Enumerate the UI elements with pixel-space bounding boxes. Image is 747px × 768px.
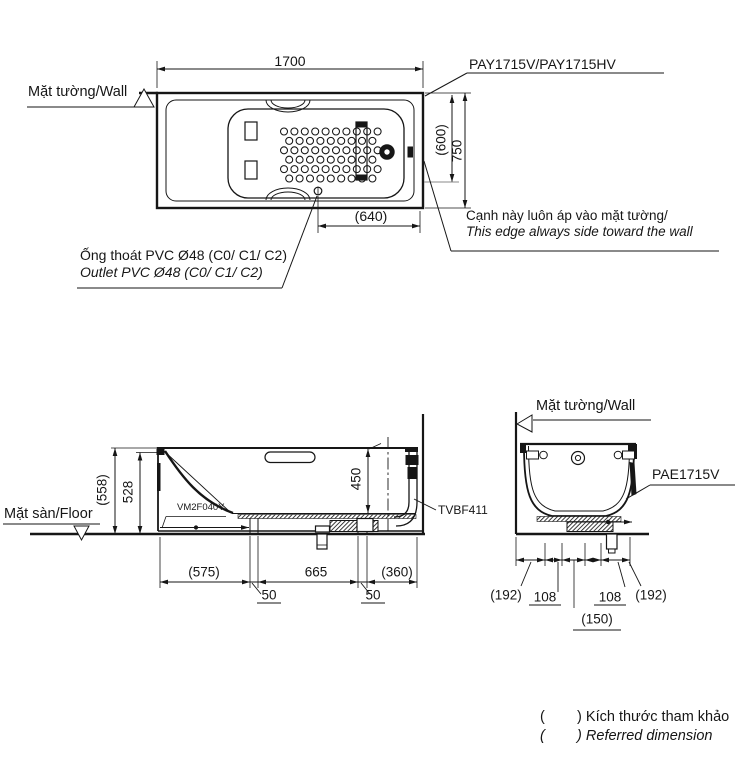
drain-hole <box>379 144 413 160</box>
front-view <box>514 412 735 631</box>
overflow-rail <box>355 121 368 181</box>
dim-750-label: 750 <box>449 139 465 163</box>
floor-label: Mặt sàn/Floor <box>4 506 93 522</box>
dim-665-label: 665 <box>304 564 328 580</box>
dim-108-left-label: 108 <box>533 589 557 605</box>
tub-plan-outline <box>155 91 425 210</box>
outlet-note-vi: Ống thoát PVC Ø48 (C0/ C1/ C2) <box>80 247 287 263</box>
edge-note-vi: Cạnh này luôn áp vào mặt tường/ <box>466 208 668 223</box>
dim-450 <box>365 443 382 514</box>
apron-label-leader <box>625 484 735 500</box>
dim-192-right-label: (192) <box>635 587 667 603</box>
dim-450-label: 450 <box>348 467 364 491</box>
edge-note-leader <box>423 160 719 252</box>
floor-datum-symbol <box>3 523 100 542</box>
faucet-label-leader <box>413 498 437 511</box>
outlet-position-mark <box>313 186 323 196</box>
front-bottom-dims <box>515 537 642 631</box>
tub-section-outline <box>520 442 637 522</box>
dim-640-label: (640) <box>354 208 388 225</box>
drain-assembly-front <box>566 519 633 554</box>
dim-1700-label: 1700 <box>274 53 306 70</box>
dim-640 <box>317 196 421 233</box>
grip-slot <box>264 451 316 464</box>
jet-opening <box>244 160 258 180</box>
dim-528-label: 528 <box>120 480 136 504</box>
legend-line-vi: ( ) Kích thước tham khảo <box>540 709 730 725</box>
dim-360-label: (360) <box>381 564 413 580</box>
plan-model-label: PAY1715V/PAY1715HV <box>469 56 616 72</box>
drain-kit-leader <box>160 516 250 530</box>
edge-note-en: This edge always side toward the wall <box>466 224 693 239</box>
dim-192-left-label: (192) <box>490 587 522 603</box>
model-label-leader <box>424 72 664 97</box>
dim-50-left-label: 50 <box>261 587 277 603</box>
wall-datum-symbol <box>27 87 158 108</box>
faucet-pipe <box>393 447 419 527</box>
tub-side-profile <box>156 447 423 533</box>
dim-108-right-label: 108 <box>598 589 622 605</box>
front-model-label: PAE1715V <box>652 466 720 482</box>
side-bottom-dims <box>159 536 418 604</box>
faucet-label: TVBF411 <box>438 503 488 517</box>
outlet-note-en: Outlet PVC Ø48 (C0/ C1/ C2) <box>80 264 263 280</box>
legend-line-en: ( ) Referred dimension <box>540 728 713 744</box>
dim-600-label: (600) <box>433 124 449 156</box>
wall-datum-symbol-front <box>515 414 651 433</box>
dim-50-right-label: 50 <box>365 587 381 603</box>
outlet-note-leader <box>77 195 318 289</box>
dim-1700 <box>156 61 424 88</box>
dim-575-label: (575) <box>188 564 220 580</box>
front-wall-label: Mặt tường/Wall <box>536 398 636 414</box>
overflow-fitting <box>570 450 586 466</box>
drain-kit-label: VM2F040Y <box>177 502 225 513</box>
dim-558-label: (558) <box>94 474 110 506</box>
top-wall-label: Mặt tường/Wall <box>28 84 128 100</box>
top-view <box>27 61 719 289</box>
drain-assembly-side <box>314 517 379 550</box>
side-view <box>3 414 437 604</box>
rim-peg <box>526 450 539 460</box>
dim-528 <box>136 452 163 535</box>
dim-150-label: (150) <box>581 611 613 627</box>
dim-558 <box>111 447 156 535</box>
jet-opening <box>244 121 258 141</box>
dim-600-750 <box>424 92 471 209</box>
rim-peg <box>622 450 635 460</box>
anti-slip-dots <box>279 127 382 183</box>
